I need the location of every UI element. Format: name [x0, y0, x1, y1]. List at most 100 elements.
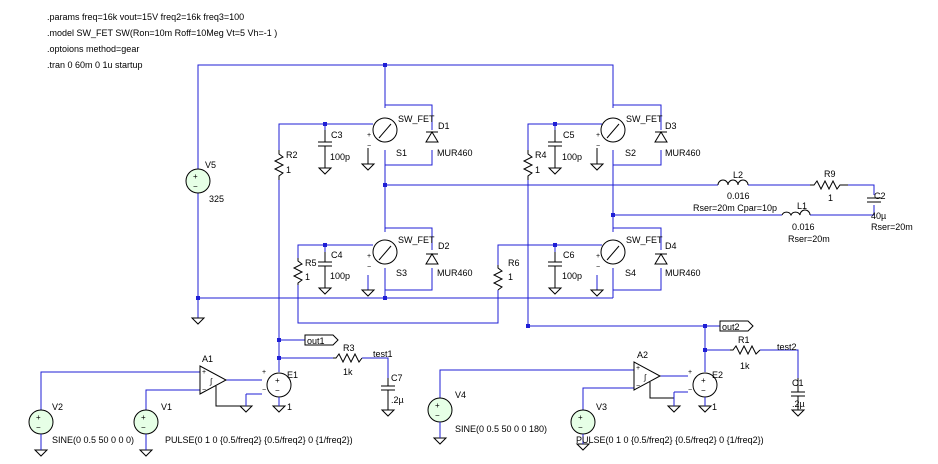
resistor-r5[interactable]: R5 1 [292, 258, 317, 285]
svg-text:−: − [275, 386, 280, 395]
resistor-r2[interactable]: R2 1 [273, 150, 298, 180]
source-v4[interactable]: + − V4 SINE(0 0.5 50 0 0 180) [427, 390, 547, 438]
v2-name: V2 [52, 402, 63, 412]
r4-name: R4 [535, 150, 547, 160]
inductor-l1[interactable]: L1 0.016 Rser=20m [781, 201, 830, 244]
capacitor-c3[interactable]: C3 100p [318, 130, 350, 168]
resistor-r4[interactable]: R4 1 [522, 150, 547, 180]
d3-value: MUR460 [665, 148, 701, 158]
svg-text:+: + [367, 253, 371, 260]
capacitor-c5[interactable]: C5 100p [548, 130, 582, 168]
svg-text:+: + [596, 253, 600, 260]
net-label-out1[interactable]: out1 [304, 334, 339, 346]
resistor-r1[interactable]: R1 1k [730, 335, 761, 371]
out2-label: out2 [722, 322, 740, 332]
svg-text:+: + [193, 172, 198, 181]
r3-value: 1k [343, 367, 353, 377]
v4-name: V4 [455, 390, 466, 400]
svg-text:−: − [578, 423, 583, 432]
capacitor-c2[interactable]: C2 40µ Rser=20m [867, 191, 913, 232]
d1-name: D1 [438, 121, 450, 131]
a2-name: A2 [637, 350, 648, 360]
switch-s2[interactable]: SW_FET S2 + − [596, 114, 663, 158]
d4-name: D4 [665, 241, 677, 251]
source-v2[interactable]: + − V2 SINE(0 0.5 50 0 0 0) [28, 402, 134, 450]
resistor-r6[interactable]: R6 1 [492, 258, 520, 291]
d1-value: MUR460 [437, 148, 473, 158]
source-v5[interactable]: + − V5 325 [185, 160, 224, 204]
directive-model[interactable]: .model SW_FET SW(Ron=10m Roff=10Meg Vt=5… [47, 28, 277, 38]
c7-value: .2µ [391, 395, 404, 405]
s3-name: S3 [396, 268, 407, 278]
comparator-a1[interactable]: + − ∫ A1 [199, 354, 246, 407]
svg-text:+: + [202, 369, 206, 376]
svg-text:+: + [367, 132, 371, 139]
wires [40, 64, 875, 410]
c3-value: 100p [330, 152, 350, 162]
net-label-out2[interactable]: out2 [719, 320, 754, 332]
diode-d2[interactable]: D2 MUR460 [425, 241, 473, 278]
l2-value: 0.016 [727, 191, 750, 201]
s1-name: S1 [396, 148, 407, 158]
switch-s3[interactable]: SW_FET S3 + − [367, 235, 435, 278]
capacitor-c7[interactable]: C7 .2µ [381, 373, 404, 410]
svg-text:+: + [141, 413, 146, 422]
v5-value: 325 [209, 194, 224, 204]
diode-d1[interactable]: D1 MUR460 [425, 121, 473, 158]
d2-value: MUR460 [437, 268, 473, 278]
r1-value: 1k [740, 361, 750, 371]
capacitor-c1[interactable]: C1 .2µ [791, 378, 805, 410]
r5-value: 1 [305, 272, 310, 282]
s4-name: S4 [625, 268, 636, 278]
directive-tran[interactable]: .tran 0 60m 0 1u startup [47, 60, 143, 70]
d4-value: MUR460 [665, 268, 701, 278]
v3-name: V3 [596, 402, 607, 412]
c6-name: C6 [563, 250, 575, 260]
r6-name: R6 [508, 258, 520, 268]
v1-value: PULSE(0 1 0 {0.5/freq2} {0.5/freq2} 0 {1… [165, 435, 353, 445]
resistor-r3[interactable]: R3 1k [333, 343, 363, 377]
comparator-a2[interactable]: + − ∫ A2 [633, 350, 675, 406]
svg-text:+: + [636, 365, 640, 372]
ground-symbols [33, 148, 806, 457]
c2-name: C2 [874, 191, 886, 201]
switch-s4[interactable]: SW_FET S4 + − [596, 235, 663, 278]
svg-text:−: − [367, 143, 371, 150]
e1-value: 1 [287, 402, 292, 412]
svg-text:+: + [578, 413, 583, 422]
c5-value: 100p [562, 152, 582, 162]
v1-name: V1 [161, 402, 172, 412]
vcvs-e1[interactable]: + − + − E1 1 [245, 369, 298, 412]
svg-text:∫: ∫ [209, 377, 213, 386]
c7-name: C7 [391, 373, 403, 383]
l1-name: L1 [797, 201, 807, 211]
e2-name: E2 [712, 370, 723, 380]
c2-extra: Rser=20m [871, 222, 913, 232]
diode-d3[interactable]: D3 MUR460 [654, 121, 701, 158]
test1-label: test1 [373, 349, 393, 359]
svg-text:+: + [36, 413, 41, 422]
source-v3[interactable]: + − V3 PULSE(0 1 0 {0.5/freq2} {0.5/freq… [570, 402, 764, 445]
inductor-l2[interactable]: L2 0.016 Rser=20m Cpar=10p [693, 170, 777, 213]
capacitor-c4[interactable]: C4 100p [318, 250, 350, 288]
v3-value: PULSE(0 1 0 {0.5/freq2} {0.5/freq2} 0 {1… [576, 435, 764, 445]
svg-text:∫: ∫ [643, 373, 647, 382]
directive-params[interactable]: .params freq=16k vout=15V freq2=16k freq… [47, 12, 244, 22]
diode-d4[interactable]: D4 MUR460 [654, 241, 701, 278]
capacitor-c6[interactable]: C6 100p [548, 250, 582, 288]
source-v1[interactable]: + − V1 PULSE(0 1 0 {0.5/freq2} {0.5/freq… [133, 402, 353, 450]
l2-name: L2 [733, 170, 743, 180]
directive-options[interactable]: .optoions method=gear [47, 44, 139, 54]
c4-name: C4 [331, 250, 343, 260]
switch-s1[interactable]: SW_FET S1 + − [367, 114, 435, 158]
svg-text:+: + [596, 132, 600, 139]
c4-value: 100p [330, 271, 350, 281]
resistor-r9[interactable]: R9 1 [810, 169, 848, 203]
svg-text:−: − [262, 387, 266, 394]
e2-value: 1 [712, 402, 717, 412]
c3-name: C3 [331, 130, 343, 140]
s4-model: SW_FET [626, 235, 663, 245]
vcvs-e2[interactable]: + − + − E2 1 [673, 369, 723, 412]
